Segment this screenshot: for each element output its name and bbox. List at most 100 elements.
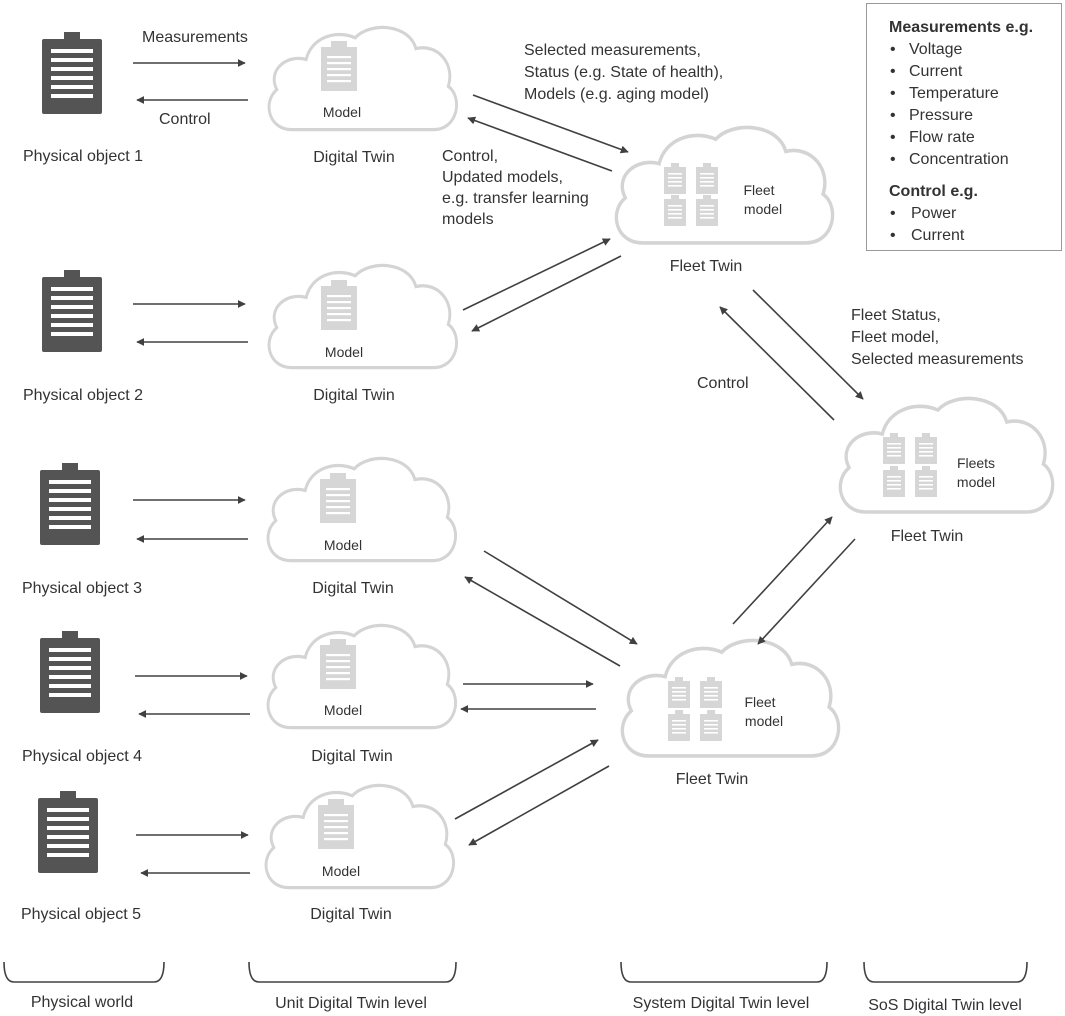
physical-object-label: Physical object 1 xyxy=(23,148,143,165)
cloud-icon xyxy=(620,638,841,758)
cloud-icon xyxy=(267,25,459,132)
model-document-icon xyxy=(883,433,905,464)
level-label-physical-world: Physical world xyxy=(31,994,133,1011)
cloud-icon xyxy=(614,125,835,245)
physical-object-label: Physical object 4 xyxy=(22,748,142,765)
model-label: Model xyxy=(324,702,362,718)
fleet-twin-label: Fleet Twin xyxy=(670,258,743,275)
legend-item: Flow rate xyxy=(889,127,1061,149)
brace-unit-level xyxy=(248,961,457,983)
model-document-icon xyxy=(700,710,722,741)
legend-item: Concentration xyxy=(889,149,1061,171)
legend-control-title: Control e.g. xyxy=(889,183,978,200)
updated-models-label: Control, Updated models, e.g. transfer l… xyxy=(442,148,593,228)
model-document-icon xyxy=(700,677,722,708)
digital-twin-label: Digital Twin xyxy=(310,906,392,923)
arrow-to-fleet xyxy=(719,306,835,421)
fleet-twin-label: Fleet Twin xyxy=(676,771,749,788)
sos-fleet-twin: Fleets model Fleet Twin xyxy=(838,396,1055,545)
fleet-twin-1: Fleet model Fleet Twin xyxy=(614,125,835,275)
fleet-to-sos-arrows xyxy=(719,289,864,645)
digital-twin-2: Model Digital Twin xyxy=(267,263,459,404)
flow-labels: Measurements Control Selected measuremen… xyxy=(142,29,1024,392)
digital-twin-label: Digital Twin xyxy=(313,149,395,166)
model-label: Model xyxy=(323,104,361,120)
arrow-to-sos xyxy=(732,516,833,625)
level-label-system: System Digital Twin level xyxy=(633,995,810,1012)
physical-object-3: Physical object 3 xyxy=(22,463,142,597)
legend-item: Temperature xyxy=(889,83,1061,105)
brace-sos-level xyxy=(863,961,1028,983)
model-document-icon xyxy=(321,280,357,330)
model-document-icon xyxy=(915,433,937,464)
physical-object-2: Physical object 2 xyxy=(23,270,143,404)
model-document-icon xyxy=(668,677,690,708)
battery-device-icon xyxy=(38,791,98,873)
model-document-icon xyxy=(664,195,686,226)
fleet-model-label: model xyxy=(744,201,782,217)
legend-item: Current xyxy=(889,225,1061,247)
fleet-twin-2: Fleet model Fleet Twin xyxy=(620,638,841,788)
legend-measurements-title: Measurements e.g. xyxy=(889,19,1034,36)
arrow-to-fleet xyxy=(757,538,856,645)
physical-to-twin-arrows xyxy=(133,59,250,877)
arrow-to-sos xyxy=(752,289,864,400)
legend-item: Voltage xyxy=(889,39,1061,61)
sos-twin-label: Fleet Twin xyxy=(891,528,964,545)
arrow-to-twin xyxy=(468,765,610,846)
legend-box: Measurements e.g. Voltage Current Temper… xyxy=(866,3,1062,251)
model-document-icon xyxy=(696,195,718,226)
legend-item: Current xyxy=(889,61,1061,83)
measurements-flow-label: Measurements xyxy=(142,29,248,46)
battery-device-icon xyxy=(40,631,100,713)
cloud-icon xyxy=(838,396,1055,514)
legend-control-list: Power Current xyxy=(889,203,1061,247)
arrow-to-fleet xyxy=(462,238,611,311)
arrow-to-twin xyxy=(467,116,613,172)
level-braces: Physical world Unit Digital Twin level S… xyxy=(3,961,1028,1014)
digital-twin-label: Digital Twin xyxy=(311,748,393,765)
model-document-icon xyxy=(320,639,356,689)
physical-object-label: Physical object 3 xyxy=(22,580,142,597)
fleets-model-label: Fleets xyxy=(957,455,995,471)
digital-twin-1: Model Digital Twin xyxy=(267,25,459,166)
fleets-model-label: model xyxy=(957,474,995,490)
fleet-model-label: Fleet xyxy=(744,694,775,710)
fleet-model-label: Fleet xyxy=(743,182,774,198)
battery-device-icon xyxy=(42,32,102,114)
model-label: Model xyxy=(324,537,362,553)
digital-twin-label: Digital Twin xyxy=(313,387,395,404)
fleet-status-label: Fleet Status, Fleet model, Selected meas… xyxy=(851,307,1024,368)
digital-twin-4: Model Digital Twin xyxy=(266,623,458,765)
model-document-icon xyxy=(318,799,354,849)
arrow-to-twin xyxy=(471,255,622,332)
digital-twin-3: Model Digital Twin xyxy=(266,456,458,597)
brace-system-level xyxy=(620,961,828,983)
digital-twin-5: Model Digital Twin xyxy=(264,783,456,923)
model-label: Model xyxy=(322,863,360,879)
physical-object-label: Physical object 2 xyxy=(23,387,143,404)
model-document-icon xyxy=(320,473,356,523)
sos-control-label: Control xyxy=(697,375,749,392)
model-document-icon xyxy=(915,466,937,497)
model-document-icon xyxy=(664,163,686,194)
battery-device-icon xyxy=(42,270,102,352)
model-document-icon xyxy=(668,710,690,741)
model-label: Model xyxy=(325,344,363,360)
legend-item: Pressure xyxy=(889,105,1061,127)
physical-object-label: Physical object 5 xyxy=(21,906,141,923)
fleet-model-label: model xyxy=(745,713,783,729)
arrow-to-fleet xyxy=(472,94,629,154)
selected-measurements-label: Selected measurements, Status (e.g. Stat… xyxy=(524,42,728,103)
arrow-to-fleet xyxy=(454,739,599,820)
arrow-to-fleet xyxy=(483,550,638,645)
twin-to-fleet-arrows xyxy=(454,94,638,846)
level-label-sos: SoS Digital Twin level xyxy=(868,997,1022,1014)
legend-item: Power xyxy=(889,203,1061,225)
battery-device-icon xyxy=(40,463,100,545)
control-flow-label: Control xyxy=(159,111,211,128)
physical-object-4: Physical object 4 xyxy=(22,631,142,765)
level-label-unit: Unit Digital Twin level xyxy=(275,995,427,1012)
brace-physical-world xyxy=(3,961,165,983)
